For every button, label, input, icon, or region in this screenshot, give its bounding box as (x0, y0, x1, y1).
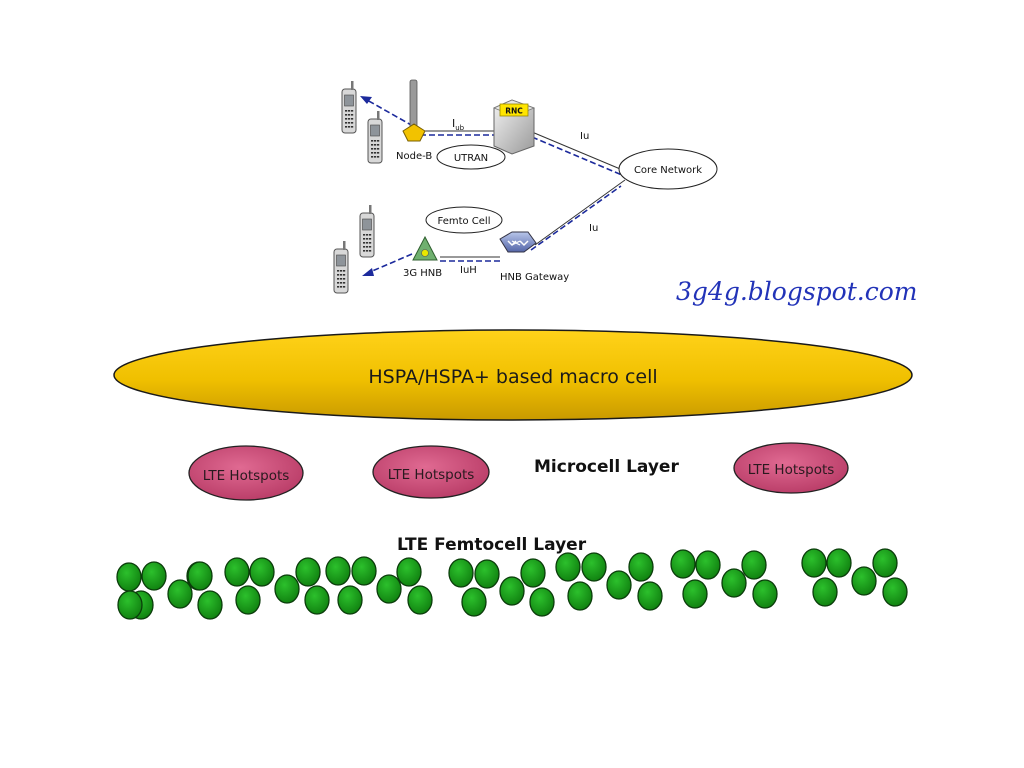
node-b-label: Node-B (396, 151, 432, 162)
core-network-bubble (618, 148, 718, 190)
femtocell-circle (235, 585, 261, 615)
femtocell-circle (637, 581, 663, 611)
lte-hotspot-label: LTE Hotspots (388, 467, 475, 483)
femtocell-circle (721, 568, 747, 598)
lte-hotspot-label: LTE Hotspots (748, 462, 835, 478)
femtocell-circle (396, 557, 422, 587)
utran-bubble (436, 144, 506, 170)
femtocell-circle (407, 585, 433, 615)
hnb-arrow (369, 253, 413, 273)
femtocell-circle (695, 550, 721, 580)
arrow-head-icon (362, 268, 374, 276)
femtocell-circle (628, 552, 654, 582)
arrow-head-icon (360, 96, 372, 104)
core-network-label: Core Network (634, 165, 702, 176)
iu-link-bottom (534, 179, 626, 246)
femtocell-circle (274, 574, 300, 604)
blog-watermark: 3g4g.blogspot.com (676, 277, 917, 306)
mobile-phone-icon (359, 204, 375, 258)
femtocell-circle (197, 590, 223, 620)
femtocell-circle (851, 566, 877, 596)
femtocell-circle (141, 561, 167, 591)
hnb-3g-icon (412, 235, 438, 261)
femtocell-circle (461, 587, 487, 617)
rnc-icon: RNC (492, 99, 536, 155)
mobile-phone-icon (367, 110, 383, 164)
lte-hotspot (188, 445, 304, 501)
femtocell-circle (520, 558, 546, 588)
femtocell-circle (826, 548, 852, 578)
iu-top-label: Iu (580, 131, 589, 142)
femtocell-circle (187, 561, 213, 591)
femtocell-circle (872, 548, 898, 578)
lte-hotspot-label: LTE Hotspots (203, 468, 290, 484)
femtocell-circle (555, 552, 581, 582)
iu-bottom-label: Iu (589, 223, 598, 234)
femtocell-circle (529, 587, 555, 617)
femtocell-circle (117, 590, 143, 620)
femtocell-circle (474, 559, 500, 589)
femtocell-circle (801, 548, 827, 578)
femtocell-circle (581, 552, 607, 582)
femtocell-circle (337, 585, 363, 615)
femtocell-circle (741, 550, 767, 580)
femtocell-circle (682, 579, 708, 609)
femtocell-circle (295, 557, 321, 587)
utran-label: UTRAN (454, 153, 488, 164)
iuh-label: IuH (460, 265, 477, 276)
node-b-antenna-icon (402, 79, 426, 142)
femtocell-circle (325, 556, 351, 586)
femtocell-circle (606, 570, 632, 600)
iu-link-top-dashed (531, 136, 623, 176)
hnb-gateway-label: HNB Gateway (500, 272, 569, 283)
microcell-layer-label: Microcell Layer (534, 457, 679, 477)
network-topology: RNC Node-B Iub UTRAN Iu Core Network Fem… (333, 79, 718, 294)
femtocell-circle (167, 579, 193, 609)
femto-cell-bubble (425, 206, 503, 234)
macro-cell-label: HSPA/HSPA+ based macro cell (368, 366, 657, 388)
mobile-phone-icon (333, 240, 349, 294)
hnb-3g-label: 3G HNB (403, 268, 442, 279)
rnc-label: RNC (505, 107, 523, 116)
femtocell-circle (882, 577, 908, 607)
microcell-layer: LTE Hotspots LTE Hotspots LTE Hotspots M… (188, 442, 849, 501)
femtocell-circle (670, 549, 696, 579)
iub-label: Iub (452, 117, 465, 132)
femtocell-circle (567, 581, 593, 611)
femtocell-layer-label: LTE Femtocell Layer (397, 535, 587, 555)
femto-cell-label: Femto Cell (437, 216, 490, 227)
femtocell-layer (116, 548, 908, 620)
femtocell-circle (752, 579, 778, 609)
femtocell-circle (499, 576, 525, 606)
lte-hotspot (733, 442, 849, 494)
femtocell-circle (304, 585, 330, 615)
femtocell-circle (448, 558, 474, 588)
iu-link-top (531, 131, 626, 172)
macro-cell-ellipse (113, 329, 913, 421)
femtocell-circle (224, 557, 250, 587)
femtocell-circle (351, 556, 377, 586)
macro-cell-layer: HSPA/HSPA+ based macro cell (113, 329, 913, 421)
mobile-phone-icon (341, 80, 357, 134)
lte-hotspot (372, 445, 490, 499)
femtocell-circle (249, 557, 275, 587)
hnb-gateway-icon (499, 231, 537, 253)
femtocell-circle (376, 574, 402, 604)
iu-link-bottom-dashed (530, 185, 622, 251)
femtocell-circle (116, 562, 142, 592)
femtocell-circle (812, 577, 838, 607)
